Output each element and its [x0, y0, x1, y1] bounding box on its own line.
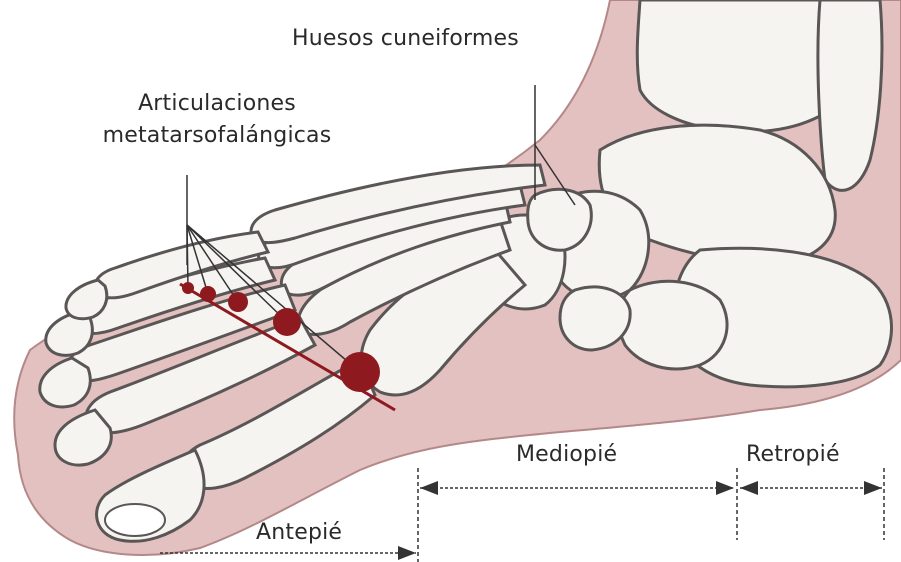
- mtp-label: Articulaciones metatarsofalángicas: [62, 88, 372, 152]
- mtp-label-line-1: Articulaciones: [62, 88, 372, 120]
- mtp-joint-marker: [200, 286, 216, 302]
- mtp-joint-marker: [273, 308, 301, 336]
- hindfoot-arrowhead-left: [740, 481, 758, 495]
- cuneiform-label: Huesos cuneiformes: [292, 24, 519, 54]
- mtp-joint-marker: [182, 282, 194, 294]
- big-toe-nail: [105, 504, 165, 536]
- midfoot-arrowhead-right: [716, 481, 734, 495]
- mtp-joint-marker: [340, 352, 380, 392]
- mtp-joint-marker: [228, 292, 248, 312]
- midfoot-arrowhead-left: [420, 481, 438, 495]
- hindfoot-arrowhead-right: [864, 481, 882, 495]
- cuneiform-bone-2: [528, 189, 592, 250]
- hindfoot-label: Retropié: [746, 440, 840, 470]
- mtp-label-line-2: metatarsofalángicas: [62, 120, 372, 152]
- cuboid-bone: [618, 281, 727, 369]
- forefoot-label: Antepié: [256, 518, 342, 548]
- toe-5-tip: [66, 280, 107, 319]
- midfoot-label: Mediopié: [516, 440, 617, 470]
- mtp-leader-1: [187, 225, 188, 288]
- forefoot-arrowhead-right: [398, 546, 416, 560]
